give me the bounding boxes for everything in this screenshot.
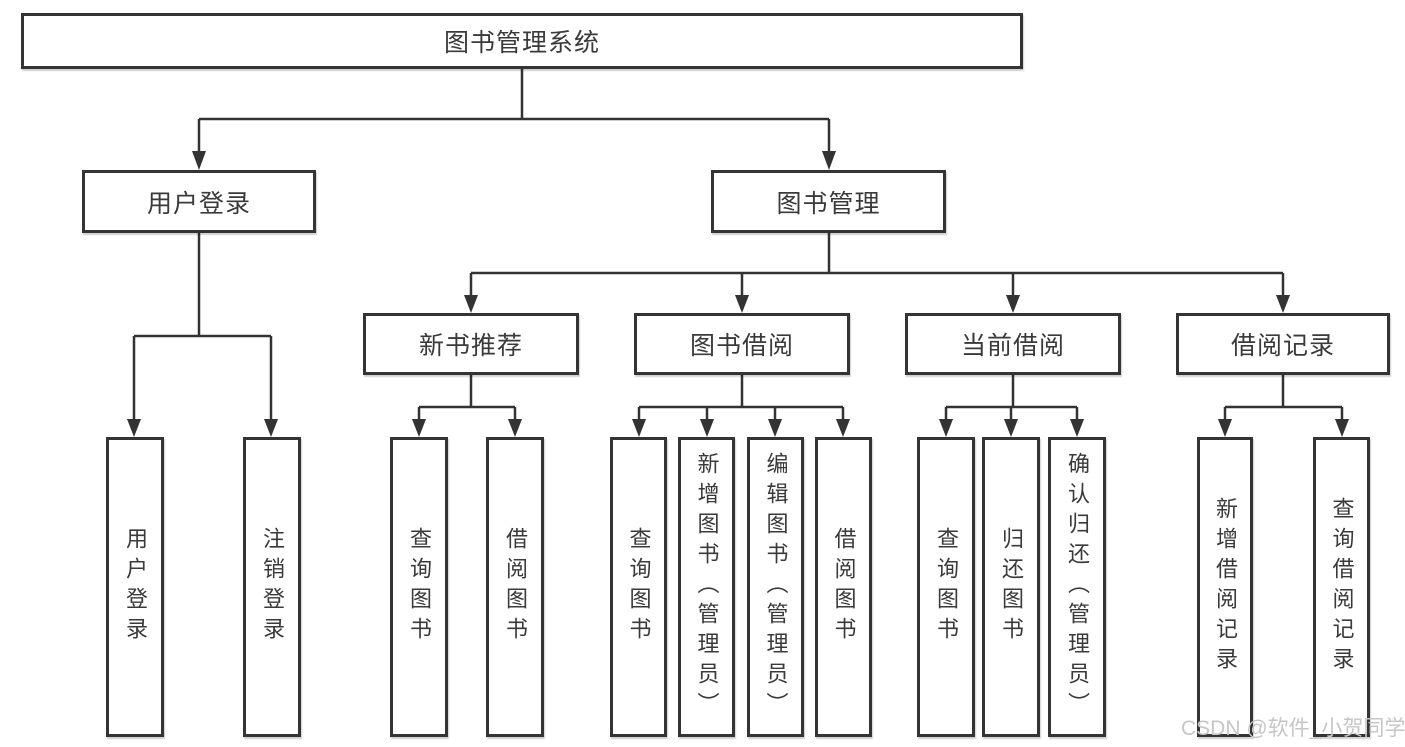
connector-borrowing-branch xyxy=(637,375,845,421)
arrowhead xyxy=(768,419,782,437)
node-library-management-system: 图书管理系统 xyxy=(21,13,1023,69)
watermark: CSDN @软件_小贺同学 xyxy=(1181,717,1405,740)
leaf-user-login: 用户登录 xyxy=(106,437,164,737)
arrowhead xyxy=(412,419,426,437)
arrowhead xyxy=(1218,419,1232,437)
leaf-query-books-current: 查询图书 xyxy=(917,437,975,737)
arrowhead xyxy=(464,295,478,313)
leaf-label: 用户登录 xyxy=(123,527,148,647)
arrowhead xyxy=(1276,295,1290,313)
leaf-label: 查询图书 xyxy=(626,527,652,647)
arrowhead xyxy=(836,419,850,437)
arrowhead xyxy=(508,419,522,437)
arrowhead xyxy=(735,295,749,313)
arrowhead xyxy=(939,419,953,437)
leaf-confirm-return-admin: 确认归还（管理员） xyxy=(1048,437,1106,737)
connector-current-branch xyxy=(944,375,1079,421)
connector-new-book-branch xyxy=(417,375,517,421)
leaf-label: 借阅图书 xyxy=(503,527,528,647)
leaf-label: 归还图书 xyxy=(999,527,1024,647)
arrowhead xyxy=(192,151,206,170)
node-borrowing-records: 借阅记录 xyxy=(1176,313,1390,375)
leaf-query-books-borrowing: 查询图书 xyxy=(610,437,667,737)
arrowhead xyxy=(632,419,646,437)
arrowhead xyxy=(1070,419,1084,437)
arrowhead xyxy=(1004,419,1018,437)
connector-user-login-branch xyxy=(132,233,273,421)
leaf-logout: 注销登录 xyxy=(243,437,301,737)
leaf-label: 确认归还（管理员） xyxy=(1065,452,1090,722)
connector-records-branch xyxy=(1223,375,1344,421)
leaf-query-books-recommend: 查询图书 xyxy=(390,437,448,737)
leaf-label: 查询借阅记录 xyxy=(1329,497,1355,677)
leaf-label: 查询图书 xyxy=(407,527,432,647)
arrowhead xyxy=(1335,419,1349,437)
leaf-edit-book-admin: 编辑图书（管理员） xyxy=(747,437,804,737)
connector-book-mgmt-branch xyxy=(469,233,1285,298)
leaf-label: 编辑图书（管理员） xyxy=(763,452,789,722)
leaf-label: 借阅图书 xyxy=(831,527,857,647)
leaf-return-books: 归还图书 xyxy=(982,437,1040,737)
leaf-add-book-admin: 新增图书（管理员） xyxy=(678,437,735,737)
arrowhead xyxy=(127,419,141,437)
leaf-borrow-books-borrowing: 借阅图书 xyxy=(815,437,872,737)
arrowhead xyxy=(1006,295,1020,313)
node-current-borrowing: 当前借阅 xyxy=(905,313,1121,375)
node-book-management: 图书管理 xyxy=(711,170,946,233)
arrowhead xyxy=(264,419,278,437)
node-book-borrowing: 图书借阅 xyxy=(634,313,850,375)
leaf-borrow-books-recommend: 借阅图书 xyxy=(486,437,544,737)
node-user-login: 用户登录 xyxy=(82,170,316,233)
connector-root-to-level2 xyxy=(197,69,831,154)
leaf-label: 注销登录 xyxy=(260,527,285,647)
arrowhead xyxy=(700,419,714,437)
leaf-add-borrow-record: 新增借阅记录 xyxy=(1197,437,1253,737)
leaf-label: 新增借阅记录 xyxy=(1213,497,1238,677)
leaf-query-borrow-record: 查询借阅记录 xyxy=(1313,437,1370,737)
leaf-label: 新增图书（管理员） xyxy=(694,452,720,722)
leaf-label: 查询图书 xyxy=(934,527,959,647)
node-new-book-recommendation: 新书推荐 xyxy=(363,313,579,375)
arrowhead xyxy=(822,151,836,170)
